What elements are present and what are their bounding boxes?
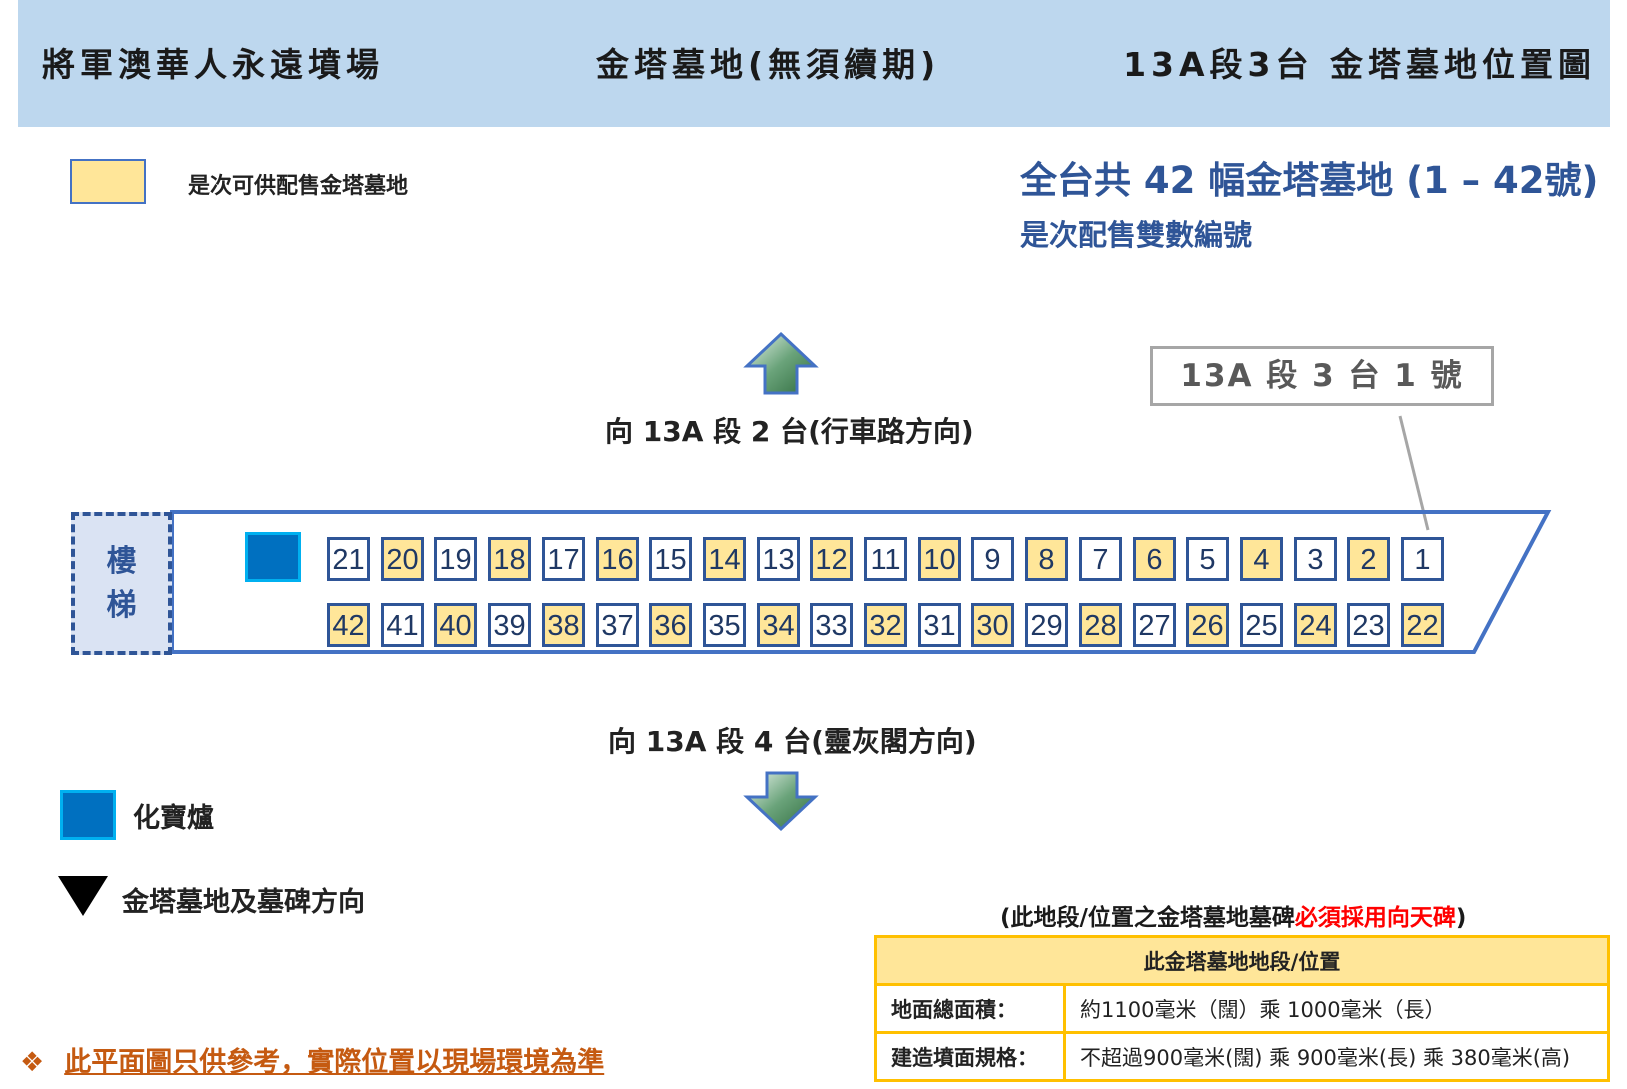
plot-37: 37 — [596, 603, 639, 647]
plot-12: 12 — [810, 537, 853, 581]
plot-35: 35 — [703, 603, 746, 647]
plot-6: 6 — [1133, 537, 1176, 581]
direction-up-label: 向 13A 段 2 台(行車路方向) — [605, 415, 974, 448]
spec-table-title: 此金塔墓地地段/位置 — [874, 935, 1610, 986]
available-swatch — [70, 159, 146, 204]
cemetery-name: 將軍澳華人永遠墳場 — [42, 45, 384, 84]
spec-value-construction: 不超過900毫米(闊) 乘 900毫米(長) 乘 380毫米(高) — [1063, 1031, 1610, 1082]
plot-13: 13 — [757, 537, 800, 581]
plot-2: 2 — [1347, 537, 1390, 581]
plot-16: 16 — [596, 537, 639, 581]
plot-3: 3 — [1294, 537, 1337, 581]
plot-34: 34 — [757, 603, 800, 647]
plot-21: 21 — [327, 537, 370, 581]
plot-42: 42 — [327, 603, 370, 647]
disclaimer-text: 此平面圖只供參考，實際位置以現場環境為準 — [64, 1047, 605, 1078]
headstone-note: (此地段/位置之金塔墓地墓碑必須採用向天碑) — [1000, 898, 1466, 932]
plot-5: 5 — [1186, 537, 1229, 581]
total-summary: 全台共 42 幅金塔墓地 (1 – 42號) — [1020, 159, 1599, 202]
plot-25: 25 — [1240, 603, 1283, 647]
direction-legend-label: 金塔墓地及墓碑方向 — [122, 887, 365, 918]
up-arrow-icon — [743, 331, 819, 395]
plot-type: 金塔墓地(無須續期) — [596, 45, 941, 84]
header-banner: 將軍澳華人永遠墳場 金塔墓地(無須續期) 13A段3台 金塔墓地位置圖 — [18, 0, 1610, 127]
plot-30: 30 — [971, 603, 1014, 647]
plot-4: 4 — [1240, 537, 1283, 581]
plot-8: 8 — [1025, 537, 1068, 581]
plot-9: 9 — [971, 537, 1014, 581]
plot-41: 41 — [381, 603, 424, 647]
map-title: 13A段3台 金塔墓地位置圖 — [1123, 45, 1596, 84]
plot-27: 27 — [1133, 603, 1176, 647]
plot-19: 19 — [434, 537, 477, 581]
callout-leader — [1398, 415, 1430, 531]
stairs: 樓 梯 — [71, 512, 172, 655]
spec-value-area: 約1100毫米（闊）乘 1000毫米（長） — [1063, 983, 1610, 1034]
terrace-outline — [170, 510, 1552, 654]
plot-31: 31 — [918, 603, 961, 647]
note-emphasis: 必須採用向天碑 — [1294, 905, 1456, 931]
stairs-label-1: 樓 — [106, 543, 137, 579]
plot-17: 17 — [542, 537, 585, 581]
plot-33: 33 — [810, 603, 853, 647]
plot-28: 28 — [1079, 603, 1122, 647]
disclaimer: ❖ 此平面圖只供參考，實際位置以現場環境為準 — [20, 1040, 604, 1079]
plot-40: 40 — [434, 603, 477, 647]
plot-14: 14 — [703, 537, 746, 581]
plot-11: 11 — [864, 537, 907, 581]
plot-38: 38 — [542, 603, 585, 647]
sale-summary: 是次配售雙數編號 — [1020, 218, 1253, 252]
note-suffix: ) — [1455, 905, 1467, 931]
direction-down-label: 向 13A 段 4 台(靈灰閣方向) — [608, 725, 977, 758]
plot-32: 32 — [864, 603, 907, 647]
note-prefix: (此地段/位置之金塔墓地墓碑 — [1000, 905, 1295, 931]
plot-20: 20 — [381, 537, 424, 581]
plot-15: 15 — [649, 537, 692, 581]
down-arrow-icon — [743, 771, 819, 832]
plot-10: 10 — [918, 537, 961, 581]
plot-36: 36 — [649, 603, 692, 647]
spec-table: 此金塔墓地地段/位置 地面總面積： 約1100毫米（闊）乘 1000毫米（長） … — [874, 935, 1610, 1082]
callout-plot-1: 13A 段 3 台 1 號 — [1150, 346, 1494, 406]
plot-7: 7 — [1079, 537, 1122, 581]
plot-1: 1 — [1401, 537, 1444, 581]
stairs-label-2: 梯 — [106, 587, 137, 623]
bullet-icon: ❖ — [20, 1047, 45, 1078]
joss-paper-burner — [245, 532, 301, 582]
spec-label-construction: 建造墳面規格： — [874, 1031, 1066, 1082]
burner-swatch — [60, 790, 116, 840]
plot-26: 26 — [1186, 603, 1229, 647]
burner-legend-label: 化寶爐 — [133, 803, 214, 834]
plot-23: 23 — [1347, 603, 1390, 647]
plot-39: 39 — [488, 603, 531, 647]
plot-24: 24 — [1294, 603, 1337, 647]
plot-29: 29 — [1025, 603, 1068, 647]
spec-label-area: 地面總面積： — [874, 983, 1066, 1034]
plot-18: 18 — [488, 537, 531, 581]
available-legend-label: 是次可供配售金塔墓地 — [188, 174, 409, 199]
plot-22: 22 — [1401, 603, 1444, 647]
direction-triangle-icon — [58, 876, 108, 916]
